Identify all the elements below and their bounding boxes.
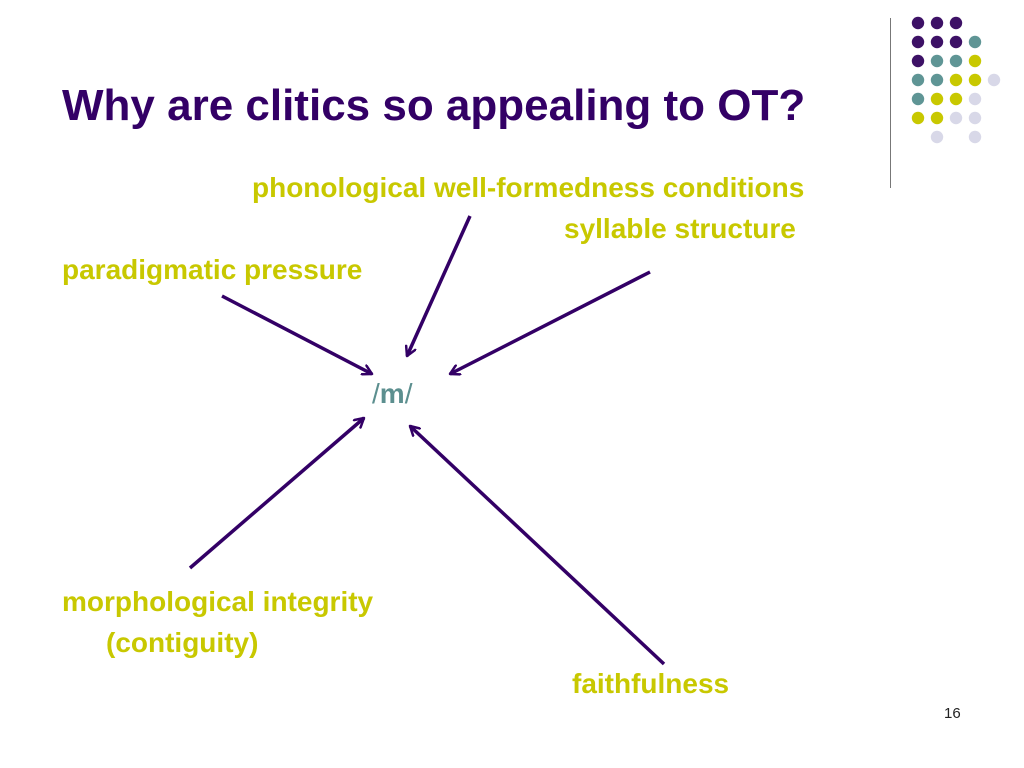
slide-title: Why are clitics so appealing to OT? (62, 81, 806, 130)
decorative-dot (968, 130, 982, 144)
decorative-dot (968, 35, 982, 49)
decorative-dot (949, 73, 963, 87)
center-suffix: / (404, 378, 413, 409)
decorative-dot (949, 54, 963, 68)
label-faithfulness: faithfulness (572, 668, 730, 699)
decorative-dot (930, 54, 944, 68)
page-number: 16 (944, 705, 961, 722)
center-node: /m/ (372, 380, 412, 408)
decorative-dot (968, 54, 982, 68)
decorative-dot (968, 111, 982, 125)
center-core: m (379, 378, 405, 409)
decorative-dot (930, 35, 944, 49)
decorative-dot (911, 111, 925, 125)
decorative-dot (930, 16, 944, 30)
arrow-paradigmatic (221, 294, 372, 376)
arrow-phonological (407, 215, 472, 356)
label-phonological: phonological well-formedness conditions (252, 172, 805, 203)
decorative-dot (968, 92, 982, 106)
decorative-dot (968, 73, 982, 87)
decorative-dot (949, 92, 963, 106)
decorative-dot (949, 16, 963, 30)
decorative-dot (911, 54, 925, 68)
center-prefix: / (372, 378, 380, 409)
decorative-dot (987, 73, 1001, 87)
arrow-syllable (450, 270, 651, 374)
decorative-dot (911, 16, 925, 30)
decorative-dot (911, 92, 925, 106)
decorative-dot (930, 111, 944, 125)
decorative-dot (930, 73, 944, 87)
decorative-dot (949, 111, 963, 125)
arrow-morphological (188, 416, 364, 570)
divider-line (890, 18, 891, 188)
label-morphological: morphological integrity (62, 586, 374, 617)
label-syllable: syllable structure (564, 213, 796, 244)
label-contiguity: (contiguity) (106, 627, 259, 658)
decorative-dot (911, 73, 925, 87)
decorative-dot (930, 130, 944, 144)
decorative-dot (949, 35, 963, 49)
label-paradigmatic: paradigmatic pressure (62, 254, 363, 285)
decorative-dot (911, 35, 925, 49)
decorative-dot (930, 92, 944, 106)
arrow-faithfulness (410, 424, 666, 666)
